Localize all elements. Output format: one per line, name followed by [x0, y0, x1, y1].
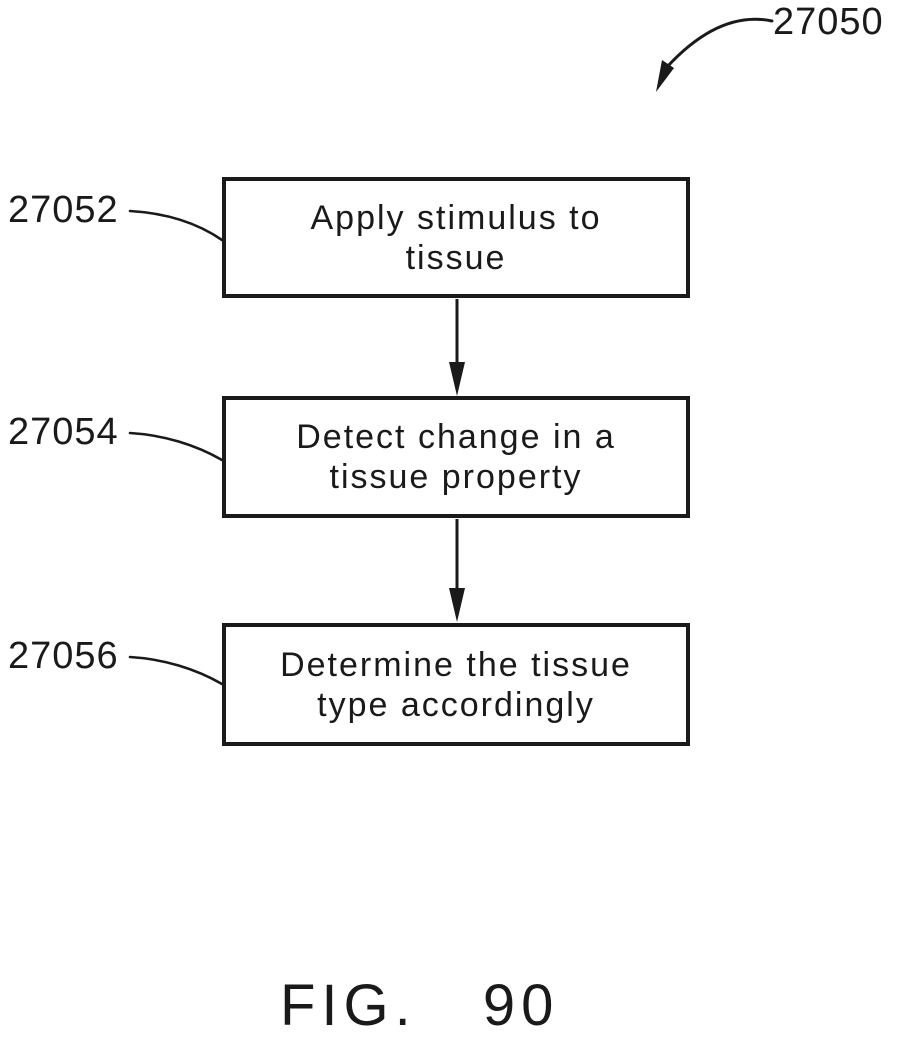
flow-box-text-line: Apply stimulus to	[310, 198, 602, 237]
step-ref-label-27056: 27056	[8, 635, 119, 677]
step-ref-label-27052: 27052	[8, 189, 119, 231]
flow-box-text-line: Determine the tissue	[280, 645, 632, 684]
flow-box-detect-change: Detect change in a tissue property	[222, 396, 690, 518]
step-ref-label-27054: 27054	[8, 411, 119, 453]
flow-box-text-line: Detect change in a	[296, 418, 616, 456]
figure-ref-arrowhead	[656, 60, 674, 92]
flow-box-apply-stimulus: Apply stimulus to tissue	[222, 177, 690, 298]
flow-box-text-line: tissue	[405, 238, 507, 277]
leader-line-27054	[128, 431, 224, 462]
leader-line-27056	[128, 655, 224, 686]
figure-ref-leader-arrow	[665, 17, 774, 69]
leader-line-27052	[128, 209, 224, 242]
flow-box-text-line: type accordingly	[317, 685, 595, 724]
flow-arrow-2-head	[449, 588, 465, 622]
flow-box-text-line: tissue property	[329, 458, 583, 496]
figure-caption: FIG. 90	[280, 973, 560, 1038]
flow-box-determine-tissue-type: Determine the tissue type accordingly	[222, 623, 690, 746]
figure-ref-label: 27050	[773, 1, 884, 43]
flow-arrow-1-head	[449, 362, 465, 396]
